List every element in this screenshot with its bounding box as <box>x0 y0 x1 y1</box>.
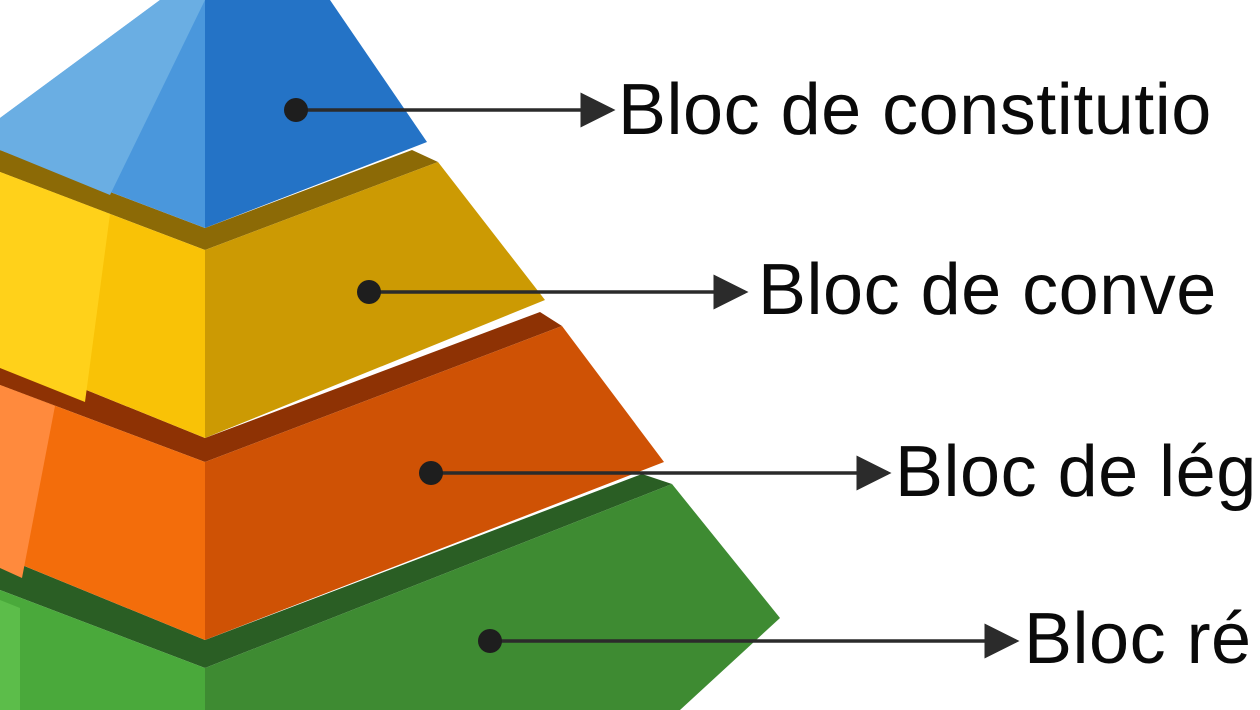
tier-top-left-face-highlight <box>0 0 205 195</box>
connector-bottom-dot <box>478 629 502 653</box>
tier-top <box>0 0 427 228</box>
connector-third <box>419 455 892 491</box>
tier-bottom-ledge <box>0 556 205 668</box>
tier-bottom-right-face <box>205 484 780 710</box>
connector-bottom <box>478 623 1020 659</box>
tier-second-left-face-highlight <box>0 172 110 402</box>
tier-bottom <box>0 474 780 710</box>
tier-third-ledge-right <box>205 312 562 462</box>
connector-second <box>357 274 749 310</box>
connector-top <box>284 92 616 128</box>
tier-second-ledge <box>0 150 205 250</box>
tier-third-label: Bloc de lég <box>895 432 1257 512</box>
connector-top-dot <box>284 98 308 122</box>
tier-third-left-face-highlight <box>0 385 55 578</box>
connector-third-dot <box>419 461 443 485</box>
tier-top-right-face <box>205 0 427 228</box>
tier-bottom-left-face <box>0 590 205 710</box>
tier-second-label: Bloc de conve <box>758 250 1217 330</box>
tier-bottom-left-face-highlight <box>0 600 20 710</box>
tier-second-ledge-right <box>205 150 438 250</box>
tier-second <box>0 150 545 438</box>
tier-bottom-label: Bloc ré <box>1024 599 1252 679</box>
tier-bottom-ledge-right <box>205 474 672 668</box>
connector-second-dot <box>357 280 381 304</box>
tier-third-left-face <box>0 385 205 640</box>
tier-top-label: Bloc de constitutio <box>618 70 1212 150</box>
